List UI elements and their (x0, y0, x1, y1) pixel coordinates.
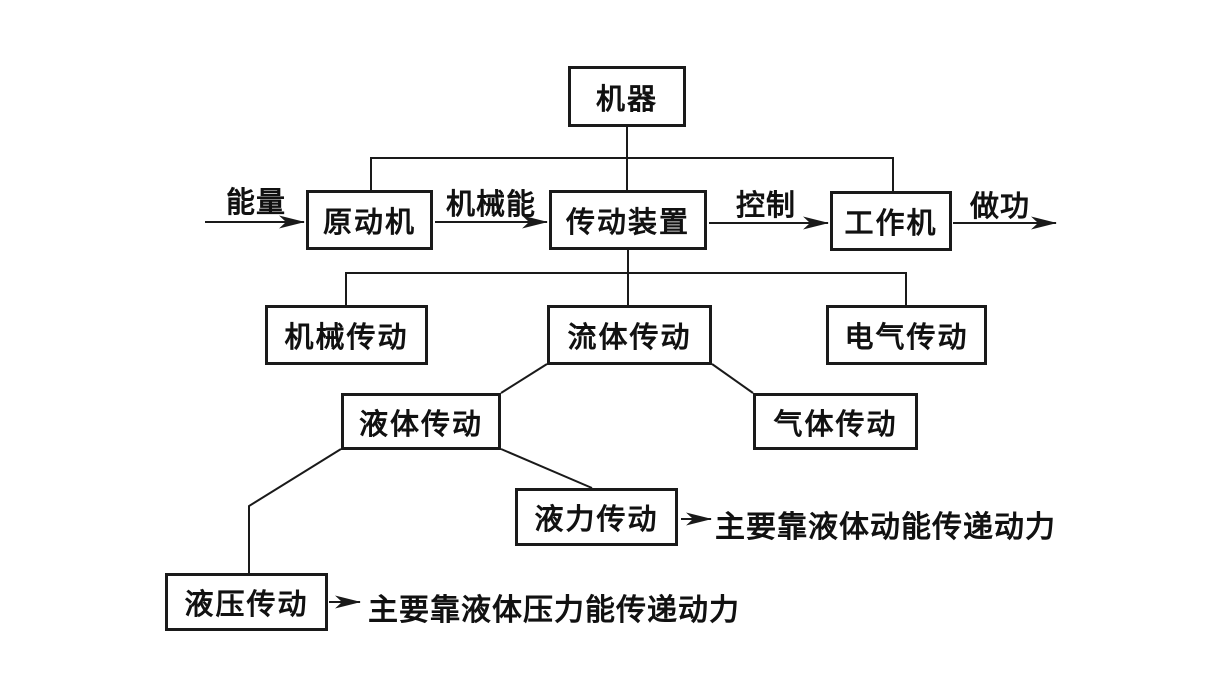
node-working-machine: 工作机 (830, 191, 952, 251)
connector-bracket-row3 (345, 272, 907, 305)
connector-fluid-to-liquid (500, 363, 548, 394)
edge-label-energy: 能量 (225, 187, 286, 219)
connector-bracket-row2 (370, 157, 894, 191)
edge-label-work-output: 做功 (969, 191, 1030, 223)
connector-liquid-to-hydrodynamic (500, 448, 593, 489)
node-machine: 机器 (568, 66, 686, 127)
node-fluid-transmission: 流体传动 (547, 305, 712, 365)
node-transmission-device: 传动装置 (549, 190, 707, 250)
connector-liquid-to-hydraulic (248, 448, 342, 573)
node-hydrodynamic-transmission: 液力传动 (515, 488, 678, 546)
node-prime-mover: 原动机 (306, 190, 433, 250)
edge-label-control: 控制 (735, 190, 796, 222)
annotation-hydrodynamic-note: 主要靠液体动能传递动力 (715, 511, 1056, 544)
connector-fluid-to-gas (711, 363, 754, 394)
edge-label-mechanical-energy: 机械能 (445, 189, 536, 221)
node-liquid-transmission: 液体传动 (341, 393, 501, 450)
node-mechanical-transmission: 机械传动 (265, 305, 428, 365)
annotation-hydraulic-note: 主要靠液体压力能传递动力 (368, 594, 740, 627)
node-electric-transmission: 电气传动 (826, 305, 987, 365)
node-hydraulic-transmission: 液压传动 (165, 573, 328, 631)
node-gas-transmission: 气体传动 (753, 393, 918, 450)
